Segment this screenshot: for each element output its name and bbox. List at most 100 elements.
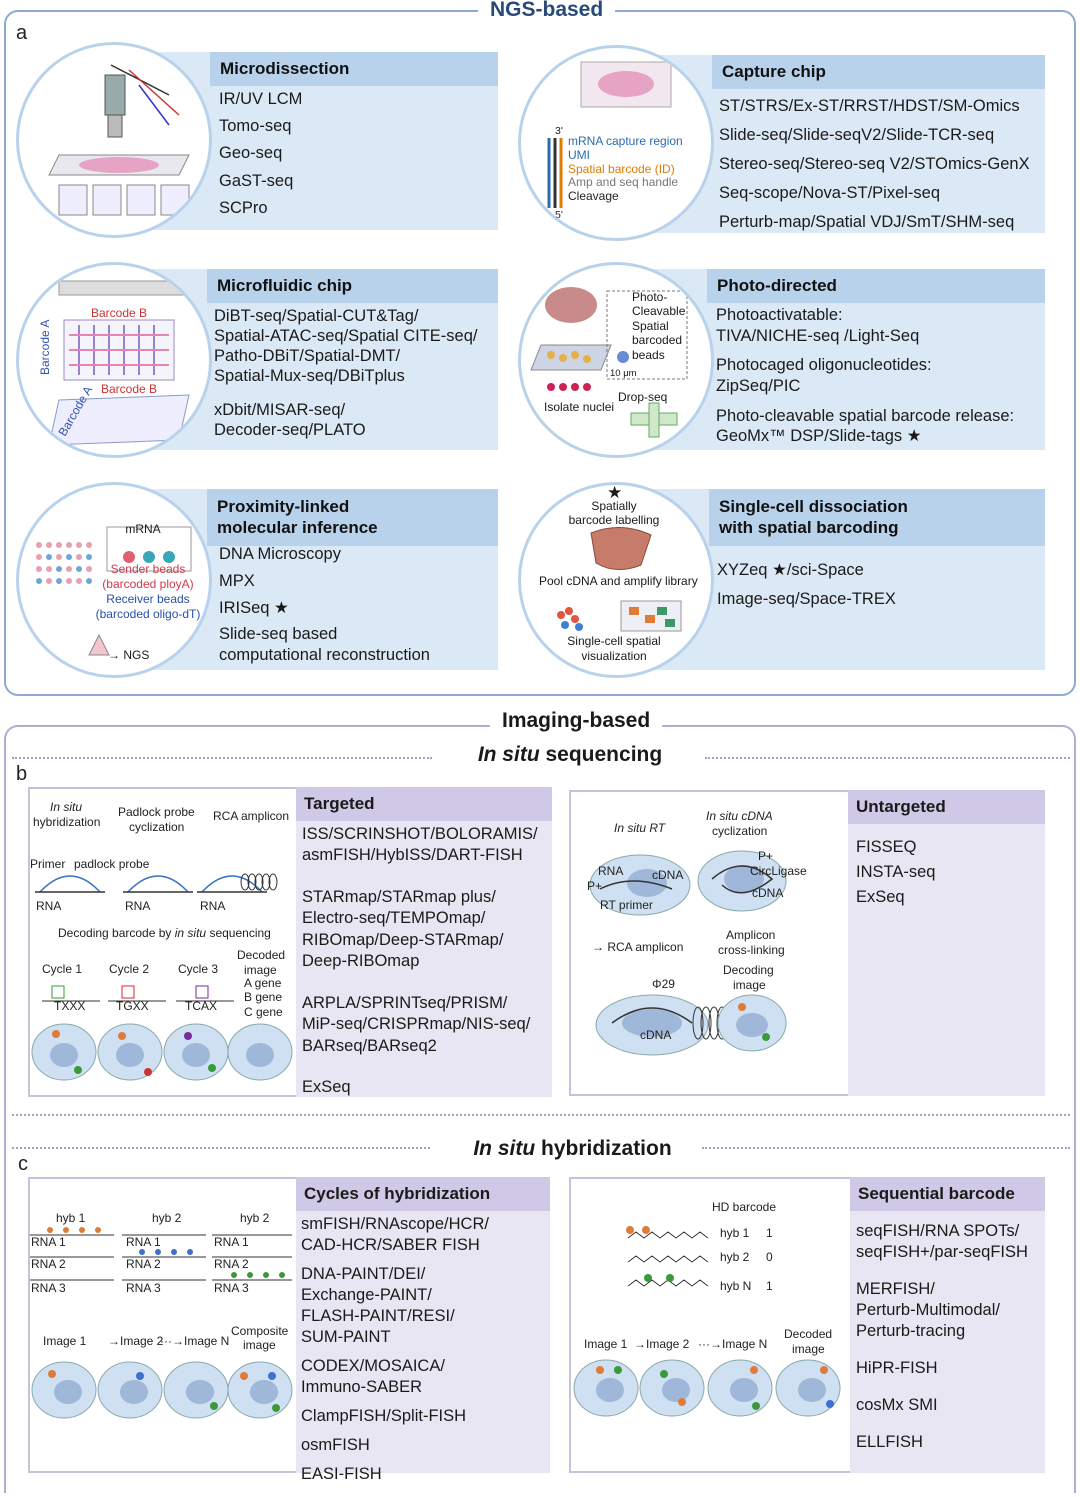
in-situ-italic: In situ — [473, 1137, 536, 1160]
method-item: ExSeq — [856, 887, 905, 906]
cycles-methods: smFISH/RNAscope/HCR/CAD-HCR/SABER FISH D… — [301, 1214, 489, 1497]
rna-label: RNA — [125, 899, 150, 913]
rna2-label: RNA 2 — [214, 1257, 249, 1271]
cdna-cyc-label-1: In situ cDNA — [706, 809, 773, 823]
primer-label: Primer — [30, 857, 65, 871]
microdissection-title: Microdissection — [210, 52, 498, 86]
method-item: Seq-scope/Nova-ST/Pixel-seq — [719, 183, 941, 202]
proximity-title: Proximity-linked molecular inference — [207, 489, 498, 546]
rna2-label: RNA 2 — [31, 1257, 66, 1271]
in-situ-rt-label: In situ RT — [614, 821, 667, 835]
method-item: DiBT-seq/Spatial-CUT&Tag/ — [214, 307, 419, 325]
divider — [702, 1147, 1070, 1149]
composite-label-1: Composite — [231, 1324, 289, 1338]
rna3-label: RNA 3 — [214, 1281, 249, 1295]
phi29-label: Φ29 — [652, 977, 675, 991]
rna1-label: RNA 1 — [31, 1235, 66, 1249]
method-item: STARmap/STARmap plus/ — [302, 887, 496, 906]
method-item: seqFISH/RNA SPOTs/ — [856, 1222, 1020, 1240]
method-item: FISSEQ — [856, 838, 917, 856]
receiver-beads-sub: (barcoded oligo-dT) — [95, 607, 201, 621]
spatial-labelling-line2: barcode labelling — [568, 513, 660, 528]
method-item: Geo-seq — [219, 144, 283, 163]
imagen-text: Image N — [722, 1337, 767, 1351]
cdna-label: cDNA — [652, 868, 683, 882]
method-item: Spatial-ATAC-seq/Spatial CITE-seq/ — [214, 327, 478, 346]
padlock-label-1: Padlock probe — [118, 805, 195, 819]
legend-spatial-barcode: Spatial barcode (ID) — [568, 161, 675, 176]
divider — [12, 1114, 1070, 1116]
method-item: ZipSeq/PIC — [716, 376, 801, 395]
method-item: ARPLA/SPRINTseq/PRISM/ — [302, 993, 508, 1012]
method-item: Photo-cleavable spatial barcode release: — [716, 406, 1015, 425]
imagen-label: ···→Image N — [160, 1334, 229, 1348]
photo-line: Photo- — [632, 290, 668, 304]
in-situ-italic: In situ — [477, 743, 540, 766]
image1-label: Image 1 — [584, 1337, 628, 1351]
proximity-legend: mRNA — [98, 522, 188, 537]
photo-line: barcoded — [632, 333, 683, 348]
rna-label: RNA — [36, 899, 61, 913]
method-item: ST/STRS/Ex-ST/RRST/HDST/SM-Omics — [719, 97, 1020, 115]
ngs-section-title: NGS-based — [478, 0, 616, 22]
vis-line2: visualization — [581, 649, 647, 663]
cycle3-label: Cycle 3 — [178, 962, 218, 976]
targeted-list-column — [296, 787, 552, 1097]
untargeted-list-column — [848, 790, 1045, 1096]
decoding-label-1: Decoding — [723, 963, 774, 977]
hybn-label: hyb N — [720, 1279, 751, 1293]
method-item: BARseq/BARseq2 — [302, 1036, 437, 1055]
cycle1-label: Cycle 1 — [42, 962, 82, 976]
cdna-label: cDNA — [752, 886, 783, 900]
hyb-label: hyb 2 — [240, 1211, 270, 1225]
capture-chip-title: Capture chip — [712, 55, 1045, 89]
method-item: xDbit/MISAR-seq/ — [214, 400, 346, 419]
single-cell-methods: XYZeq ★/sci-Space Image-seq/Space-TREX — [717, 556, 896, 614]
method-item: XYZeq ★/sci-Space — [717, 561, 864, 579]
photo-directed-methods: Photoactivatable: TIVA/NICHE-seq /Light-… — [716, 305, 1014, 447]
ish-label-1: In situ — [50, 800, 82, 814]
method-item: Deep-RIBOmap — [302, 952, 420, 971]
decoding-it: in situ — [175, 926, 207, 940]
decoding-label: Decoding barcode by in situ sequencing — [58, 926, 271, 940]
method-item: Perturb-map/Spatial VDJ/SmT/SHM-seq — [719, 212, 1015, 231]
decoding-label-2: image — [733, 978, 766, 992]
hyb2-label: hyb 2 — [720, 1250, 750, 1264]
proximity-methods: DNA Microscopy MPX IRISeq ★ — [219, 541, 341, 623]
in-situ-sequencing-title: In situ sequencing — [455, 743, 685, 767]
method-item: Slide-seq based — [219, 625, 338, 643]
method-item: MiP-seq/CRISPRmap/NIS-seq/ — [302, 1015, 531, 1034]
image2-label: →Image 2 — [108, 1334, 164, 1348]
pool-cdna-label: Pool cDNA and amplify library — [539, 574, 698, 588]
amplicon-label-2: cross-linking — [718, 943, 785, 957]
rca-amplicon-label: → RCA amplicon — [592, 940, 683, 954]
method-item: Electro-seq/TEMPOmap/ — [302, 909, 486, 928]
sequencing-text: sequencing — [539, 743, 663, 766]
drop-seq-label: Drop-seq — [618, 390, 668, 404]
proximity-title-line1: Proximity-linked — [217, 497, 350, 516]
seq-label: TCAX — [185, 999, 217, 1013]
decoded-label-2: image — [244, 963, 277, 977]
circligase-label: CircLigase — [750, 864, 807, 878]
legend-mrna-region: mRNA capture region — [568, 134, 683, 148]
in-situ-hybridization-title: In situ hybridization — [455, 1137, 690, 1161]
method-item: Image-seq/Space-TREX — [717, 589, 896, 608]
prime5-label: 5' — [555, 209, 563, 221]
ngs-label: → NGS — [108, 648, 150, 662]
star-icon: ★ — [607, 483, 623, 502]
single-cell-title: Single-cell dissociation with spatial ba… — [709, 489, 1045, 546]
method-item: smFISH/RNAscope/HCR/ — [301, 1215, 489, 1233]
cycles-diagram: hyb 1 hyb 2 hyb 2 RNA 1 RNA 2 RNA 3 RNA … — [30, 1211, 293, 1419]
method-item: Perturb-Multimodal/ — [856, 1300, 1000, 1319]
proximity-beads-legend: Sender beads (barcoded ployA) Receiver b… — [92, 562, 204, 622]
method-item: Decoder-seq/PLATO — [214, 420, 366, 439]
ish-label-2: hybridization — [33, 815, 100, 829]
method-item: ISS/SCRINSHOT/BOLORAMIS/ — [302, 825, 538, 843]
composite-label-2: image — [243, 1338, 276, 1352]
hyb1-label: hyb 1 — [720, 1226, 750, 1240]
method-item: seqFISH+/par-seqFISH — [856, 1242, 1028, 1261]
method-item: SUM-PAINT — [301, 1327, 391, 1346]
prime3-label: 3' — [555, 125, 563, 137]
barcode-b-label: Barcode B — [91, 306, 147, 320]
panel-letter-c: c — [18, 1153, 28, 1175]
